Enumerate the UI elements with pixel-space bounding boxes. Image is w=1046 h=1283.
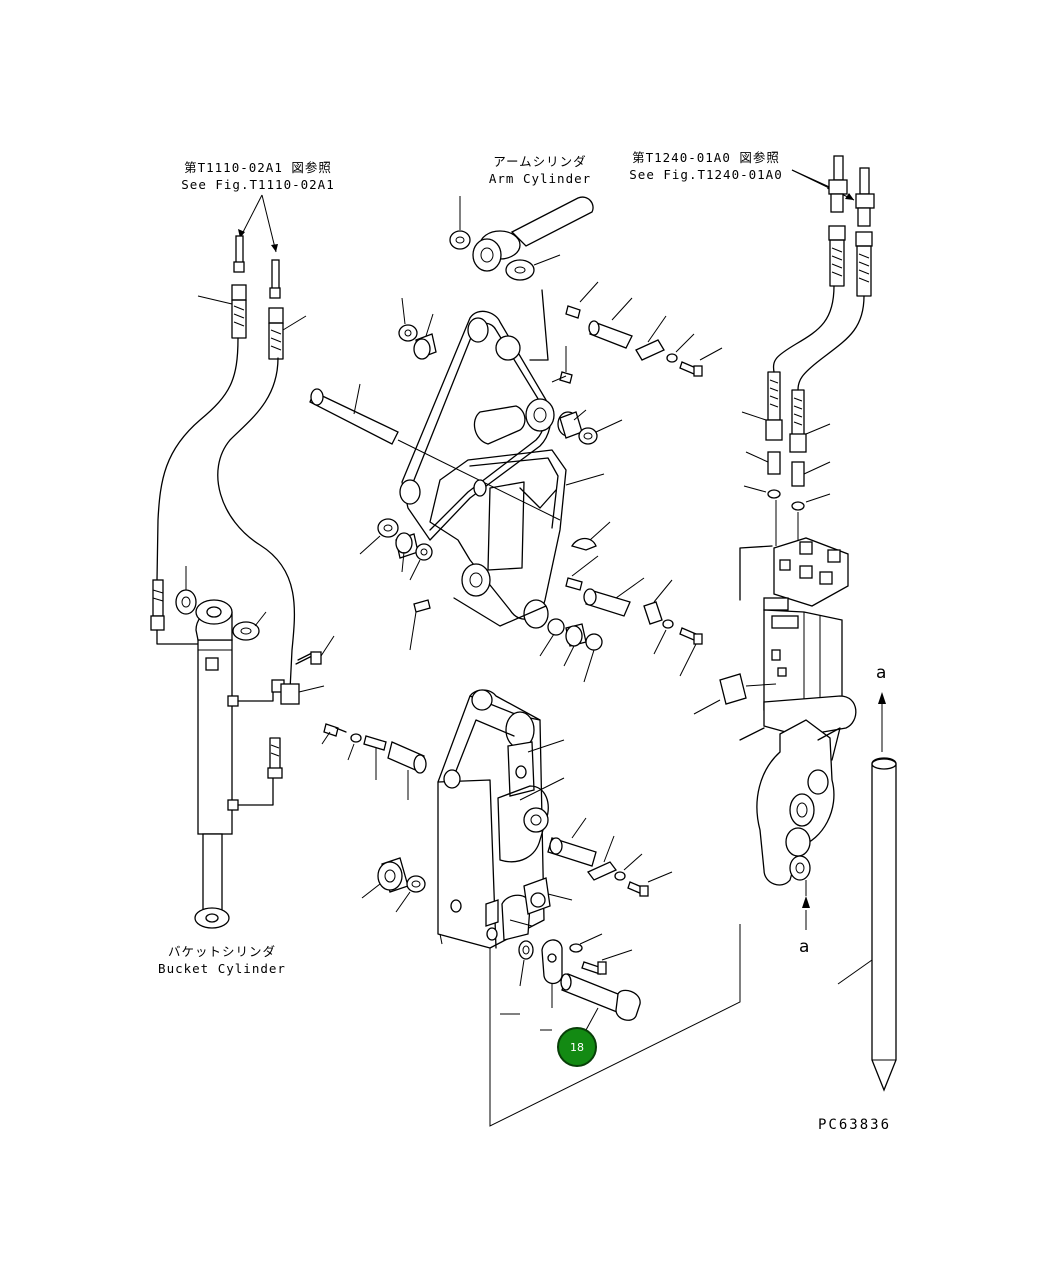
breaker-assembly [693,155,897,1092]
bucket-cylinder-label-en: Bucket Cylinder [158,961,286,976]
callout-number: 18 [570,1040,584,1054]
breaker-hose-reference-jp: 第T1240-01A0 図参照 [632,150,780,165]
bucket-hose-reference-en: See Fig.T1110-02A1 [181,177,335,192]
drawing-code: PC63836 [818,1117,892,1133]
section-marker-top: a [876,663,887,683]
arrow-up-icon [878,692,886,704]
arm-cylinder-bracket [309,196,723,683]
callout-marker-icon[interactable]: 18 [557,1027,597,1067]
bucket-hose-reference-jp: 第T1110-02A1 図参照 [184,160,332,175]
bucket-cylinder-label-jp: バケットシリンダ [167,944,277,959]
arm-cylinder-label-en: Arm Cylinder [488,171,592,186]
arrow-down-icon [802,896,810,908]
breaker-hose-reference-en: See Fig.T1240-01A0 [629,167,783,182]
arm-cylinder-label-jp: アームシリンダ [493,154,587,169]
bucket-cylinder-assembly [150,194,335,929]
section-marker-bottom: a [799,937,810,957]
main-bracket-assembly [321,689,741,1127]
